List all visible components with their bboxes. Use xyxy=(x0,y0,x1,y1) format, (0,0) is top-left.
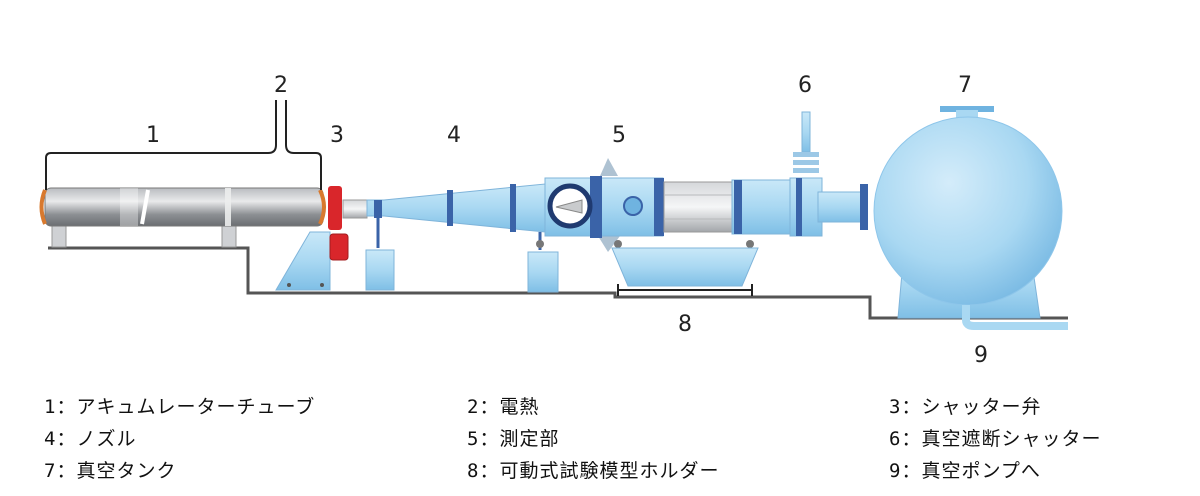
callout-9: 9 xyxy=(974,343,988,368)
callout-5: 5 xyxy=(612,123,626,148)
vacuum-shutter xyxy=(789,111,868,237)
legend-item-7: 7：真空タンク xyxy=(44,460,177,482)
callout-8: 8 xyxy=(678,312,692,337)
legend-item-1: 1：アキュムレーターチューブ xyxy=(44,396,316,418)
vacuum-tank xyxy=(873,106,1068,330)
legend-item-9: 9：真空ポンプへ xyxy=(889,460,1041,482)
callout-6: 6 xyxy=(798,73,812,98)
base-outline xyxy=(48,246,1068,320)
callout-7: 7 xyxy=(958,73,972,98)
legend-item-3: 3：シャッター弁 xyxy=(889,396,1042,418)
callout-3: 3 xyxy=(330,123,344,148)
legend-item-6: 6：真空遮断シャッター xyxy=(889,428,1102,450)
legend-item-2: 2：電熱 xyxy=(467,396,540,418)
callout-2: 2 xyxy=(274,73,288,98)
legend-item-4: 4：ノズル xyxy=(44,428,137,450)
callout-4: 4 xyxy=(447,123,461,148)
accumulator-tube xyxy=(39,187,326,248)
callout-1: 1 xyxy=(146,123,160,148)
bracket-1-2 xyxy=(45,100,322,190)
shutter-valve xyxy=(275,186,368,291)
legend-item-5: 5：測定部 xyxy=(467,428,560,450)
legend-item-8: 8：可動式試験模型ホルダー xyxy=(467,460,720,482)
measuring-section xyxy=(544,158,797,252)
model-holder xyxy=(611,247,759,296)
nozzle xyxy=(365,183,559,293)
